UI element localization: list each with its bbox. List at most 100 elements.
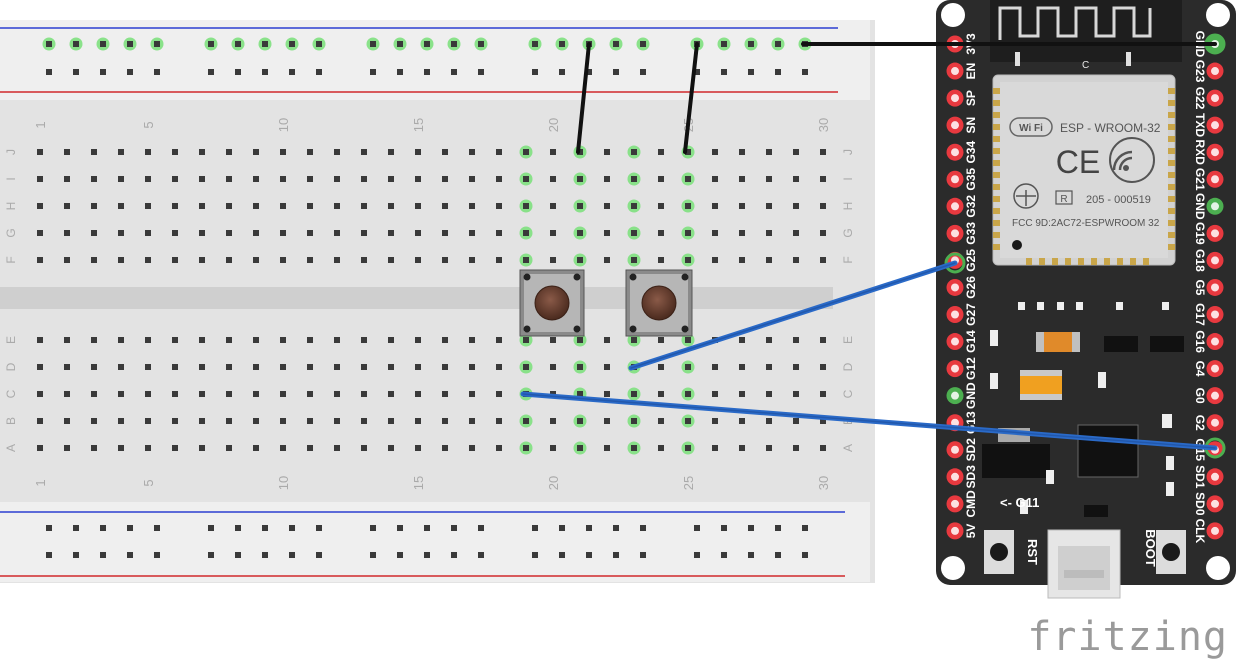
breadboard-hole[interactable] [550,257,556,263]
breadboard-hole[interactable] [91,418,97,424]
breadboard-hole[interactable] [226,149,232,155]
breadboard-hole[interactable] [37,230,43,236]
breadboard-hole[interactable] [766,257,772,263]
breadboard-hole[interactable] [532,525,538,531]
breadboard-hole[interactable] [559,69,565,75]
breadboard-hole[interactable] [253,418,259,424]
breadboard-hole[interactable] [199,257,205,263]
breadboard-hole[interactable] [388,391,394,397]
breadboard-hole[interactable] [307,203,313,209]
breadboard-hole[interactable] [793,176,799,182]
breadboard-hole[interactable] [820,445,826,451]
breadboard-hole[interactable] [613,525,619,531]
breadboard-hole[interactable] [334,203,340,209]
breadboard-hole[interactable] [802,525,808,531]
breadboard-hole[interactable] [307,418,313,424]
breadboard-hole[interactable] [442,176,448,182]
breadboard-hole[interactable] [199,337,205,343]
breadboard-hole[interactable] [226,176,232,182]
breadboard-hole[interactable] [775,69,781,75]
breadboard-hole[interactable] [523,418,529,424]
breadboard-hole[interactable] [658,230,664,236]
breadboard-hole[interactable] [820,149,826,155]
breadboard-hole[interactable] [739,364,745,370]
breadboard-hole[interactable] [73,552,79,558]
breadboard-hole[interactable] [37,418,43,424]
breadboard-hole[interactable] [334,176,340,182]
breadboard-hole[interactable] [361,364,367,370]
breadboard-hole[interactable] [199,418,205,424]
breadboard-hole[interactable] [586,69,592,75]
breadboard-hole[interactable] [316,525,322,531]
breadboard-hole[interactable] [469,391,475,397]
breadboard-hole[interactable] [550,418,556,424]
breadboard-hole[interactable] [658,445,664,451]
breadboard-hole[interactable] [532,41,538,47]
breadboard-hole[interactable] [64,391,70,397]
breadboard-hole[interactable] [613,552,619,558]
breadboard-hole[interactable] [631,337,637,343]
breadboard-hole[interactable] [685,257,691,263]
breadboard-hole[interactable] [523,337,529,343]
breadboard-hole[interactable] [550,337,556,343]
breadboard-hole[interactable] [820,257,826,263]
breadboard-hole[interactable] [370,552,376,558]
breadboard-hole[interactable] [451,552,457,558]
breadboard-hole[interactable] [712,391,718,397]
breadboard-hole[interactable] [685,149,691,155]
breadboard-hole[interactable] [226,230,232,236]
breadboard-hole[interactable] [208,552,214,558]
breadboard-hole[interactable] [64,364,70,370]
breadboard-hole[interactable] [280,230,286,236]
breadboard-hole[interactable] [658,337,664,343]
breadboard-hole[interactable] [820,337,826,343]
breadboard-hole[interactable] [550,176,556,182]
breadboard-hole[interactable] [658,418,664,424]
breadboard-hole[interactable] [577,445,583,451]
breadboard-hole[interactable] [172,149,178,155]
breadboard-hole[interactable] [145,391,151,397]
breadboard-hole[interactable] [658,391,664,397]
breadboard-hole[interactable] [226,445,232,451]
breadboard-hole[interactable] [361,257,367,263]
breadboard-hole[interactable] [604,230,610,236]
breadboard-hole[interactable] [262,525,268,531]
breadboard-hole[interactable] [640,69,646,75]
breadboard-hole[interactable] [793,257,799,263]
breadboard-hole[interactable] [685,337,691,343]
breadboard-hole[interactable] [469,337,475,343]
breadboard-hole[interactable] [64,203,70,209]
breadboard-hole[interactable] [91,203,97,209]
breadboard-hole[interactable] [604,203,610,209]
breadboard-hole[interactable] [100,69,106,75]
breadboard-hole[interactable] [631,257,637,263]
breadboard-hole[interactable] [145,257,151,263]
breadboard-hole[interactable] [496,149,502,155]
breadboard-hole[interactable] [253,391,259,397]
breadboard-hole[interactable] [100,552,106,558]
breadboard-hole[interactable] [766,391,772,397]
breadboard-hole[interactable] [442,445,448,451]
breadboard-hole[interactable] [775,525,781,531]
breadboard-hole[interactable] [712,418,718,424]
breadboard-hole[interactable] [550,364,556,370]
breadboard-hole[interactable] [37,445,43,451]
breadboard-hole[interactable] [739,257,745,263]
breadboard-hole[interactable] [64,230,70,236]
breadboard-hole[interactable] [604,418,610,424]
breadboard-hole[interactable] [739,230,745,236]
breadboard-hole[interactable] [694,525,700,531]
breadboard-hole[interactable] [118,364,124,370]
breadboard-hole[interactable] [577,337,583,343]
breadboard-hole[interactable] [199,149,205,155]
breadboard-hole[interactable] [118,391,124,397]
breadboard-hole[interactable] [307,149,313,155]
breadboard-hole[interactable] [118,337,124,343]
breadboard-hole[interactable] [496,418,502,424]
breadboard-hole[interactable] [442,391,448,397]
breadboard-hole[interactable] [640,525,646,531]
breadboard-hole[interactable] [46,552,52,558]
breadboard-hole[interactable] [226,337,232,343]
breadboard-hole[interactable] [658,176,664,182]
breadboard-hole[interactable] [235,69,241,75]
